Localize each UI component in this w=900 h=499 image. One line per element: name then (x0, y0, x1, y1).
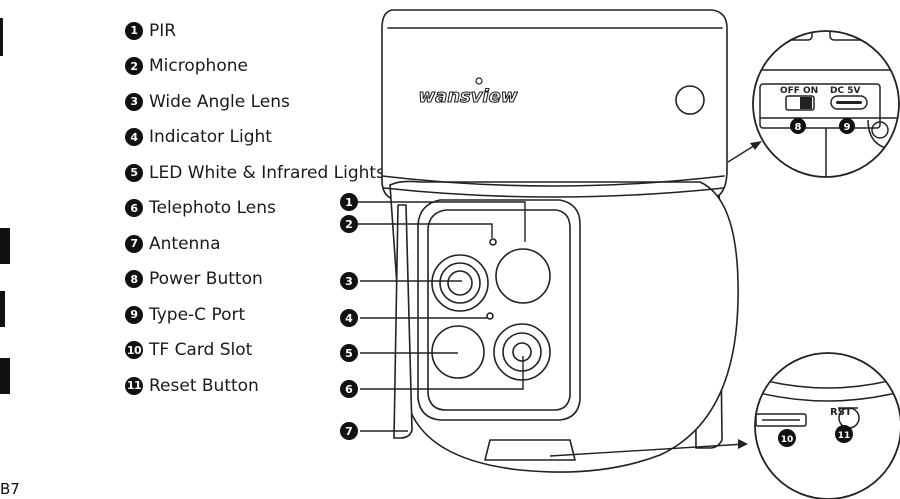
telephoto-lens (493, 323, 551, 381)
legend-label: TF Card Slot (149, 340, 253, 361)
callout-number: 8 (795, 122, 802, 133)
leader-line (358, 223, 493, 238)
callout-number: 9 (844, 122, 851, 133)
arrow-head (738, 439, 748, 449)
legend-number: 9 (125, 305, 143, 324)
detail-card-reset: RST 10 11 (754, 352, 900, 499)
legend-label: Type-C Port (149, 304, 246, 325)
wide-angle-lens (431, 254, 489, 312)
legend-item: 3 Wide Angle Lens (125, 84, 385, 120)
callout-number: 1 (345, 196, 353, 209)
arrow-head (750, 141, 762, 150)
pir-sensor (495, 248, 551, 304)
logo-wifi-icon (475, 77, 483, 85)
legend-label: Telephoto Lens (149, 198, 276, 219)
microphone-hole (489, 238, 497, 246)
legend-item: 6 Telephoto Lens (125, 191, 385, 227)
lens-panel (417, 199, 581, 421)
leader-line (358, 201, 526, 242)
legend-item: 9 Type-C Port (125, 297, 385, 333)
callout-number: 11 (838, 431, 851, 441)
typec-port (830, 95, 868, 110)
reset-knob (871, 121, 889, 139)
wide-angle-lens-inner (439, 262, 481, 304)
edge-mark (0, 291, 5, 327)
callout-group: 1 2 3 4 5 6 7 (340, 193, 358, 440)
power-switch (785, 95, 815, 111)
legend-item: 11 Reset Button (125, 368, 385, 404)
legend-number: 10 (125, 341, 143, 360)
switch-on-label: ON (803, 86, 818, 96)
body-rim (383, 187, 725, 198)
callout-number: 7 (345, 425, 353, 438)
legend-item: 4 Indicator Light (125, 120, 385, 156)
legend-label: PIR (149, 20, 177, 41)
legend-number: 8 (125, 270, 143, 289)
legend-item: 7 Antenna (125, 226, 385, 262)
front-antenna (393, 204, 413, 439)
body-rim (381, 175, 725, 187)
legend-number: 2 (125, 57, 143, 76)
legend-item: 5 LED White & Infrared Lights (125, 155, 385, 191)
edge-mark (0, 228, 10, 264)
callout-number: 4 (345, 312, 353, 325)
camera-base (484, 439, 576, 461)
page-number: B7 (0, 480, 20, 498)
lens-panel-inner (427, 209, 571, 411)
legend-label: Wide Angle Lens (149, 91, 290, 112)
callout-number: 5 (345, 347, 353, 360)
legend-item: 10 TF Card Slot (125, 333, 385, 369)
callout-number: 10 (781, 435, 794, 445)
led-lights (431, 325, 485, 379)
callout-number: 6 (345, 383, 353, 396)
legend-item: 2 Microphone (125, 49, 385, 85)
reset-label: RST (830, 407, 852, 418)
indicator-light (486, 312, 494, 320)
legend-number: 5 (125, 163, 143, 182)
legend-label: Power Button (149, 269, 263, 290)
legend-number: 1 (125, 21, 143, 40)
legend-label: LED White & Infrared Lights (149, 162, 385, 183)
legend-number: 11 (125, 376, 143, 395)
component-legend: 1 PIR 2 Microphone 3 Wide Angle Lens 4 Indic… (125, 13, 385, 404)
legend-label: Microphone (149, 56, 248, 77)
legend-label: Reset Button (149, 375, 259, 396)
leader-line (360, 356, 524, 390)
legend-label: Indicator Light (149, 127, 272, 148)
callout-number: 3 (345, 275, 353, 288)
tf-card-slot (755, 413, 807, 427)
legend-item: 8 Power Button (125, 262, 385, 298)
legend-number: 3 (125, 92, 143, 111)
callout-number: 2 (345, 218, 353, 231)
edge-mark (0, 358, 10, 394)
switch-off-label: OFF (780, 86, 800, 96)
legend-number: 7 (125, 234, 143, 253)
legend-item: 1 PIR (125, 13, 385, 49)
antenna-joint (675, 85, 705, 115)
dc-input-label: DC 5V (830, 86, 860, 96)
edge-mark (0, 18, 3, 56)
legend-number: 4 (125, 128, 143, 147)
detail-power-port: OFF ON DC 5V 8 9 (752, 30, 900, 178)
brand-logo: wansview (418, 86, 517, 107)
legend-label: Antenna (149, 233, 221, 254)
legend-number: 6 (125, 199, 143, 218)
detail-arrow (549, 443, 746, 457)
